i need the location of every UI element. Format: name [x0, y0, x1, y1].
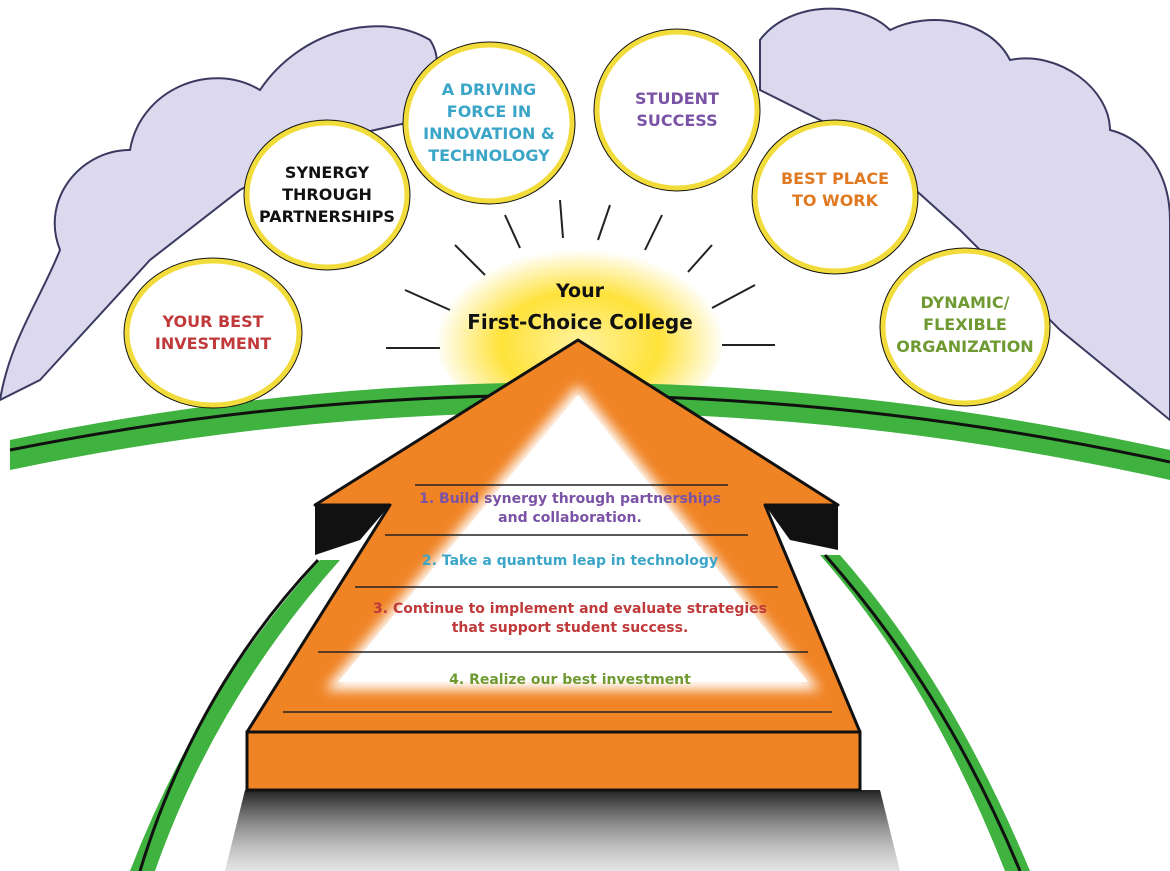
value-student-success-label: STUDENT SUCCESS	[635, 89, 719, 130]
arrow-inner	[338, 395, 808, 682]
value-investment-label: YOUR BEST INVESTMENT	[154, 312, 272, 353]
cloud-right	[759, 7, 1170, 422]
value-innovation-label: A DRIVING FORCE IN INNOVATION & TECHNOLO…	[423, 80, 555, 165]
road-edge-right-line	[823, 554, 1022, 871]
value-organization-label: DYNAMIC/ FLEXIBLE ORGANIZATION	[896, 293, 1034, 356]
goal-1: 1. Build synergy through partnerships an…	[419, 491, 721, 526]
step-base	[245, 730, 862, 792]
flap-left	[315, 505, 390, 555]
road-edges	[130, 554, 1030, 871]
road-edge-left	[130, 560, 340, 871]
step-lines	[283, 484, 832, 713]
flap-right	[765, 505, 838, 550]
center-title-line2: First-Choice College	[467, 310, 693, 334]
road-edge-right	[820, 555, 1030, 871]
value-circles	[123, 28, 1051, 409]
goal-2: 2. Take a quantum leap in technology	[421, 553, 719, 569]
value-synergy-label: SYNERGY THROUGH PARTNERSHIPS	[259, 163, 395, 226]
goal-arrow	[245, 338, 862, 792]
road-edge-left-line	[138, 558, 320, 871]
road-shadow	[225, 790, 900, 871]
center-title-line1: Your	[556, 280, 604, 302]
value-workplace-label: BEST PLACE TO WORK	[780, 169, 890, 210]
goal-3: 3. Continue to implement and evaluate st…	[373, 601, 767, 636]
goal-4: 4. Realize our best investment	[449, 672, 691, 688]
